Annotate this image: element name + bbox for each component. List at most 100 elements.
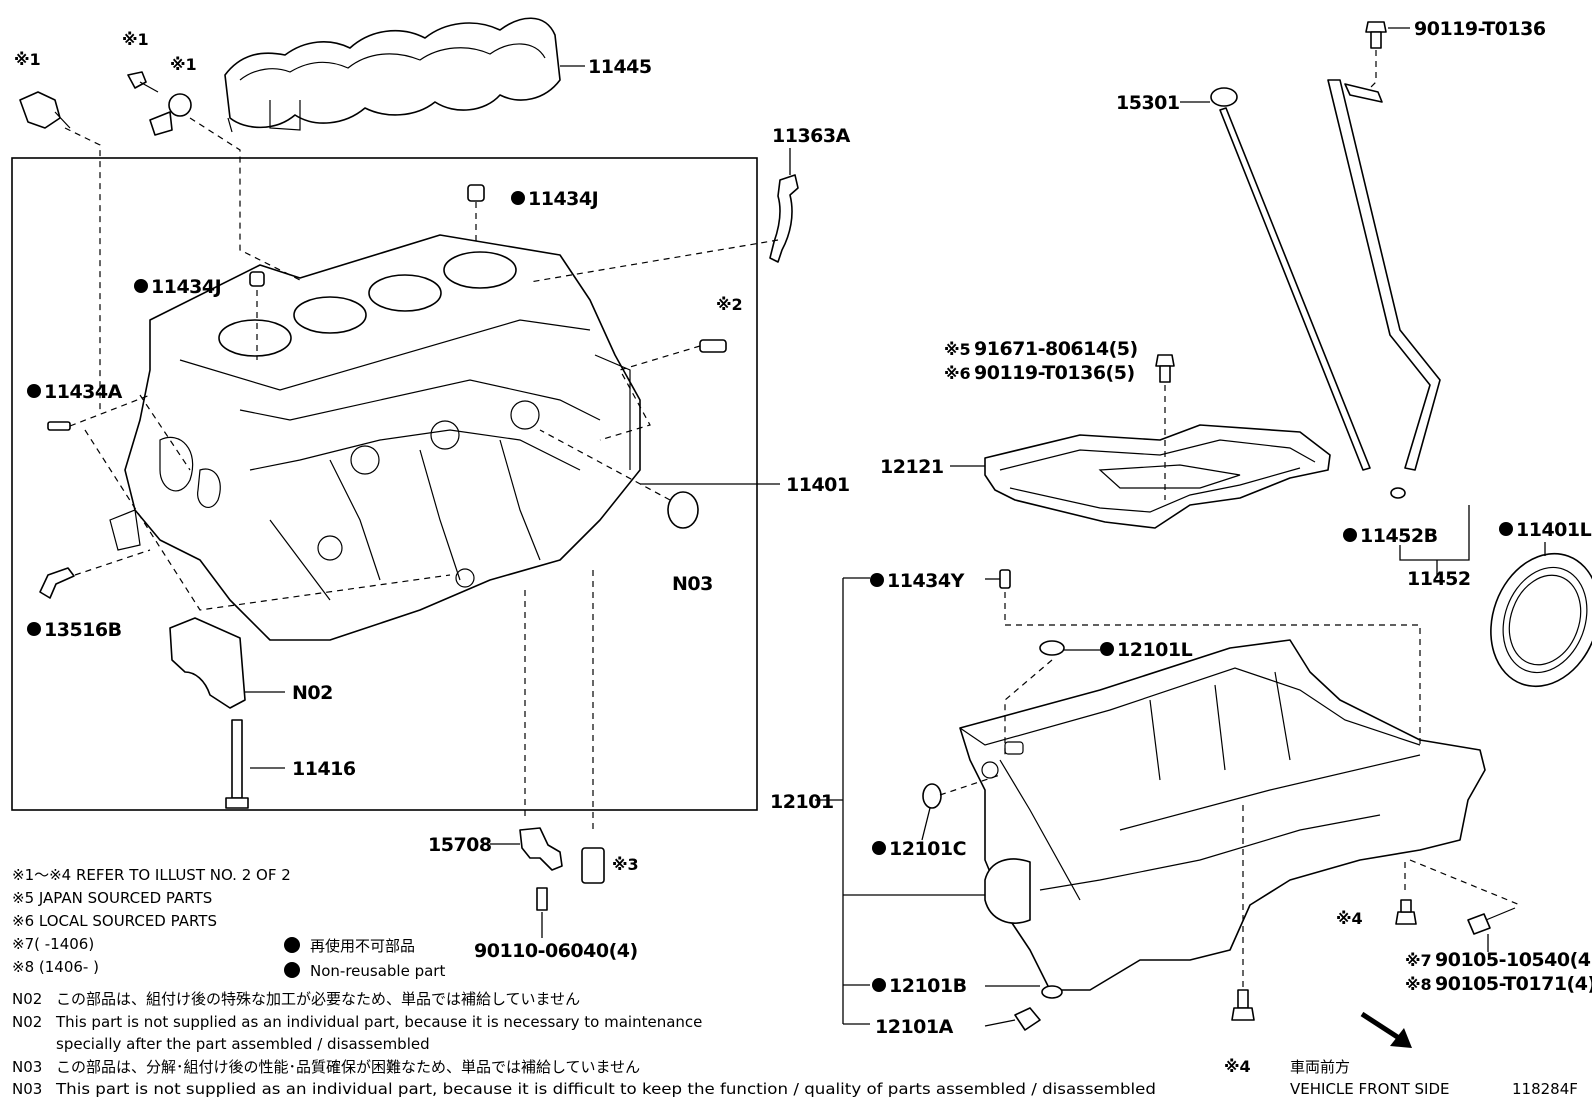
non-reusable-dot [1499,522,1513,536]
oil-seal-11401L [1490,552,1592,688]
ref-mark-1: ※1 [14,50,41,69]
footnote-code: N02 [12,1013,42,1031]
label-11452: 11452 [1407,568,1471,590]
legend-japan-sourced: ※5 JAPAN SOURCED PARTS [12,889,212,907]
label-11434Y: 11434Y [887,570,965,592]
label-90119-T0136-mid: 90119-T0136(5) [974,362,1135,384]
ref-mark-6: ※6 [944,364,971,383]
ref-mark-8: ※8 [1405,975,1432,994]
non-reusable-dot [870,573,884,587]
o-ring-11452B [1390,487,1406,499]
plug-3 [581,847,605,884]
legend-7: ※7( -1406) [12,935,94,953]
bolt-91671-90119 [1155,354,1175,383]
label-13516B: 13516B [44,619,122,641]
label-11401: 11401 [786,474,850,496]
plug-11434J-left [249,271,265,287]
label-N03: N03 [672,573,713,595]
plug-12101L [1039,640,1065,656]
ref-mark-4: ※4 [1336,909,1363,928]
label-11434J-left: 11434J [151,276,221,298]
pin-11434A [47,421,71,431]
dipstick-15301 [1210,87,1371,471]
ref-mark-4: ※4 [1224,1057,1251,1076]
ref-mark-2: ※2 [716,295,743,314]
legend-8: ※8 (1406- ) [12,958,99,976]
label-11452B: 11452B [1360,525,1438,547]
footnote-n02-en-2: specially after the part assembled / dis… [56,1035,430,1053]
oil-pan-12101 [959,639,1486,991]
front-side-en: VEHICLE FRONT SIDE [1290,1080,1450,1098]
o-ring-12101C [922,783,942,809]
baffle-plate-12121 [984,424,1331,529]
bolt-90105 [1467,907,1516,935]
label-11416: 11416 [292,758,356,780]
dipstick-guide-11452 [1327,79,1441,471]
drain-plug-12101A [1014,1007,1041,1031]
bolt-90110 [536,887,548,911]
footnote-code: N02 [12,990,42,1008]
label-90119-T0136-top: 90119-T0136 [1414,18,1546,40]
footnote-n03-jp: この部品は、分解･組付け後の性能･品質確保が困難なため、単品では補給していません [56,1058,640,1076]
pin-11434Y [999,569,1011,589]
ref-mark-3: ※3 [612,855,639,874]
legend-local-sourced: ※6 LOCAL SOURCED PARTS [12,912,217,930]
pin-2 [699,339,727,353]
front-side-jp: 車両前方 [1290,1058,1350,1076]
label-11401L: 11401L [1516,519,1592,541]
footnote-code: N03 [12,1080,42,1098]
non-reusable-dot [511,191,525,205]
bolt-90119-T0136 [1365,21,1387,49]
label-91671: 91671-80614(5) [974,338,1138,360]
ref-mark-7: ※7 [1405,951,1432,970]
label-12101C: 12101C [889,838,966,860]
non-reusable-dot [1343,528,1357,542]
non-reusable-dot [134,279,148,293]
label-90105-10540: 90105-10540(4) [1435,949,1592,971]
gasket-11445-illustration [224,17,561,133]
footnote-n02-en-1: This part is not supplied as an individu… [55,1013,702,1031]
non-reusable-dot [27,622,41,636]
oil-pressure-switch-15708 [519,827,563,871]
union-13516B [39,567,75,599]
label-12101L: 12101L [1117,639,1193,661]
label-12101A: 12101A [875,1016,954,1038]
legend-dot [284,962,300,978]
label-11445: 11445 [588,56,652,78]
label-15708: 15708 [428,834,492,856]
cylinder-block-illustration [109,234,641,641]
plug-N03 [667,491,699,529]
ref-mark-5: ※5 [944,340,971,359]
label-N02: N02 [292,682,333,704]
footnote-n02-jp: この部品は、組付け後の特殊な加工が必要なため、単品では補給していません [56,990,580,1008]
ref-mark-1: ※1 [122,30,149,49]
non-reusable-dot [872,978,886,992]
bolt-4-bottom [1231,989,1255,1021]
gasket-12101B [1041,985,1063,999]
label-12101: 12101 [770,791,834,813]
chain-tensioner-plate-11363A [769,174,799,263]
plug-11434J-top [467,184,485,202]
label-90110: 90110-06040(4) [474,940,638,962]
legend-refer: ※1～※4 REFER TO ILLUST NO. 2 OF 2 [12,866,291,884]
legend-non-reusable-jp: 再使用不可部品 [310,937,415,955]
footnote-code: N03 [12,1058,42,1076]
non-reusable-dot [27,384,41,398]
legend-non-reusable-en: Non-reusable part [310,962,445,980]
illustration-id: 118284F [1512,1080,1578,1098]
legend-dot [284,937,300,953]
label-12121: 12121 [880,456,944,478]
bolt-4-right [1395,899,1417,925]
bolt-11416 [225,719,249,809]
sensor-1-illustration [19,91,71,129]
non-reusable-dot [872,841,886,855]
label-11434J-top: 11434J [528,188,598,210]
bearing-cap-N02 [169,617,246,709]
label-11363A: 11363A [772,125,851,147]
footnote-n03-en: This part is not supplied as an individu… [55,1080,1156,1098]
vehicle-front-arrow-icon [1360,1011,1412,1048]
ref-mark-1: ※1 [170,55,197,74]
label-15301: 15301 [1116,92,1180,114]
clip-1-illustration [149,93,192,136]
